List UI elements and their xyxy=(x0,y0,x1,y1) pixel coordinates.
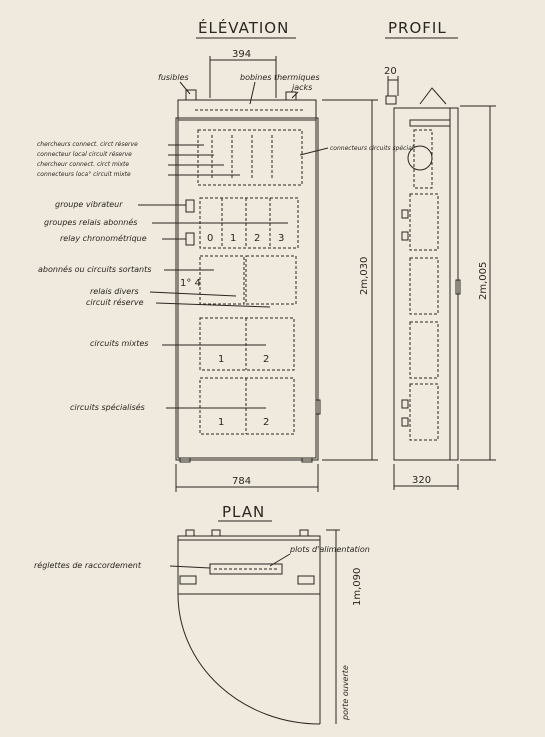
plan-body xyxy=(177,535,321,595)
profile-title: PROFIL xyxy=(388,19,447,37)
foot-right xyxy=(301,457,313,463)
label-connecteurs-special: connecteurs circuits spécial. xyxy=(330,145,415,152)
leader-plots xyxy=(269,553,291,567)
mixtes-number-1: 1 xyxy=(218,354,224,365)
profile-tab-1 xyxy=(401,209,409,219)
cabinet-body xyxy=(177,119,317,459)
profile-body xyxy=(393,107,459,461)
profile-height-value: 2m,005 xyxy=(478,262,489,300)
profile-depth-value: 320 xyxy=(412,475,431,486)
label-plots: plots d'alimentation xyxy=(289,545,370,554)
leader-jacks xyxy=(291,91,299,99)
sortants-panel xyxy=(199,255,245,305)
fuse-box xyxy=(185,89,197,101)
leader-fusibles xyxy=(179,81,191,95)
label-chercheurs-reserve: chercheurs connect. circt réserve xyxy=(37,141,138,148)
profile-view: 20 2m,005 320 xyxy=(384,66,496,490)
label-relais-divers: relais divers xyxy=(90,287,139,296)
relay-number-2: 2 xyxy=(254,233,260,244)
plan-stud-mid xyxy=(211,529,221,537)
profile-tab-3 xyxy=(401,399,409,409)
bottom-width-value: 784 xyxy=(232,476,251,487)
door-swing-arc xyxy=(177,593,321,725)
mixtes-panel xyxy=(199,317,295,371)
profile-top-bracket xyxy=(385,95,397,105)
profile-tab-4 xyxy=(401,417,409,427)
label-circuit-reserve: circuit réserve xyxy=(86,297,144,307)
profile-motor-box xyxy=(413,129,433,189)
plan-handle-right xyxy=(297,575,315,585)
profile-special-block-1 xyxy=(409,321,439,379)
profile-top-rail xyxy=(409,119,451,127)
sortants-number: 1° 4 xyxy=(180,278,201,289)
profile-relay-block xyxy=(409,193,439,251)
plan-title: PLAN xyxy=(222,503,265,521)
door-open-label: porte ouverte xyxy=(341,665,350,721)
label-groupes-relais: groupes relais abonnés xyxy=(44,217,137,227)
profile-mixte-block xyxy=(409,257,439,315)
terminal-strip xyxy=(209,563,283,575)
cabinet-outline xyxy=(175,117,319,461)
label-chercheur-mixte: chercheur connect. circt mixte xyxy=(37,161,129,168)
plan-view: 1m,090 porte ouverte réglettes de raccor… xyxy=(34,529,370,725)
label-circuits-specialises: circuits spécialisés xyxy=(70,402,145,412)
vibrateur-box xyxy=(185,199,195,213)
specialises-number-2: 2 xyxy=(263,417,269,428)
specialises-panel xyxy=(199,377,295,435)
relay-number-0: 0 xyxy=(207,233,213,244)
plan-handle-left xyxy=(179,575,197,585)
label-jacks: jacks xyxy=(291,83,312,92)
label-reglettes: réglettes de raccordement xyxy=(34,560,142,570)
foot-left xyxy=(179,457,191,463)
connector-section xyxy=(197,129,303,186)
jack-box xyxy=(285,91,297,101)
label-relay-chrono: relay chronométrique xyxy=(60,233,147,243)
leader-relais-divers xyxy=(149,291,237,297)
plan-stud-left xyxy=(185,529,195,537)
door-open-value: 1m,090 xyxy=(352,568,363,606)
elevation-height-value: 2m,030 xyxy=(359,257,370,295)
leader-connecteurs-special xyxy=(299,147,329,156)
profile-handle xyxy=(455,279,461,295)
mixtes-number-2: 2 xyxy=(263,354,269,365)
door-handle xyxy=(315,399,321,415)
relais-divers-panel xyxy=(245,255,297,305)
profile-fan-cover xyxy=(419,87,447,105)
profile-special-block-2 xyxy=(409,383,439,441)
label-fusibles: fusibles xyxy=(158,73,189,82)
label-bobines: bobines thermiques xyxy=(240,73,320,82)
label-connecteur-reserve: connecteur local circuit réserve xyxy=(37,151,132,158)
chrono-box xyxy=(185,232,195,246)
label-circuits-mixtes: circuits mixtes xyxy=(90,339,148,348)
relay-number-1: 1 xyxy=(230,233,236,244)
leader-bobines xyxy=(249,81,256,105)
elevation-labels: fusibles bobines thermiques jacks cherch… xyxy=(37,73,415,412)
label-connecteurs-mixte: connecteurs loca° circuit mixte xyxy=(37,171,131,178)
label-groupe-vibrateur: groupe vibrateur xyxy=(55,200,123,209)
top-width-value: 394 xyxy=(232,49,251,60)
elevation-view: 394 0 1 2 3 1° 4 1 2 xyxy=(175,49,378,492)
elevation-title: ÉLÉVATION xyxy=(198,18,289,37)
leader-reglettes xyxy=(169,565,211,569)
relay-number-3: 3 xyxy=(278,233,284,244)
plan-stud-right xyxy=(299,529,309,537)
specialises-number-1: 1 xyxy=(218,417,224,428)
profile-tab-2 xyxy=(401,231,409,241)
leader-circuit-reserve xyxy=(155,302,271,308)
profile-motor-circle xyxy=(407,145,433,171)
profile-top-value: 20 xyxy=(384,66,397,77)
label-abonnes-sortants: abonnés ou circuits sortants xyxy=(38,264,151,274)
